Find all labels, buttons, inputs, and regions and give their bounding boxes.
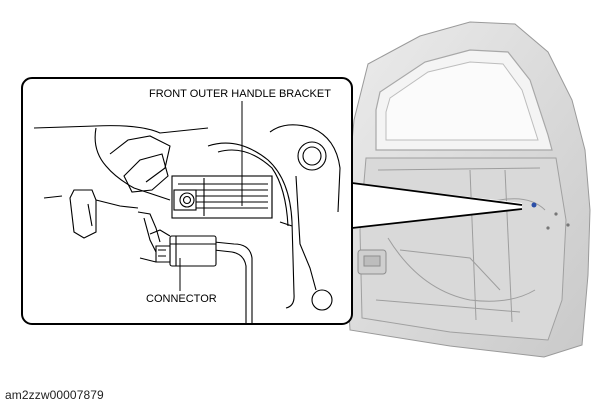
door-window-inner <box>385 61 539 141</box>
detail-line-art <box>33 124 341 324</box>
connector-callout-label: CONNECTOR <box>146 293 217 305</box>
figure-id-caption: am2zzw00007879 <box>5 388 104 402</box>
door-inner-panel <box>359 157 567 341</box>
zoom-wedge-lower-line <box>351 208 523 229</box>
zoom-wedge-upper-line <box>351 182 523 206</box>
bracket-callout-label: FRONT OUTER HANDLE BRACKET <box>149 88 331 100</box>
zoom-wedge <box>352 183 522 228</box>
